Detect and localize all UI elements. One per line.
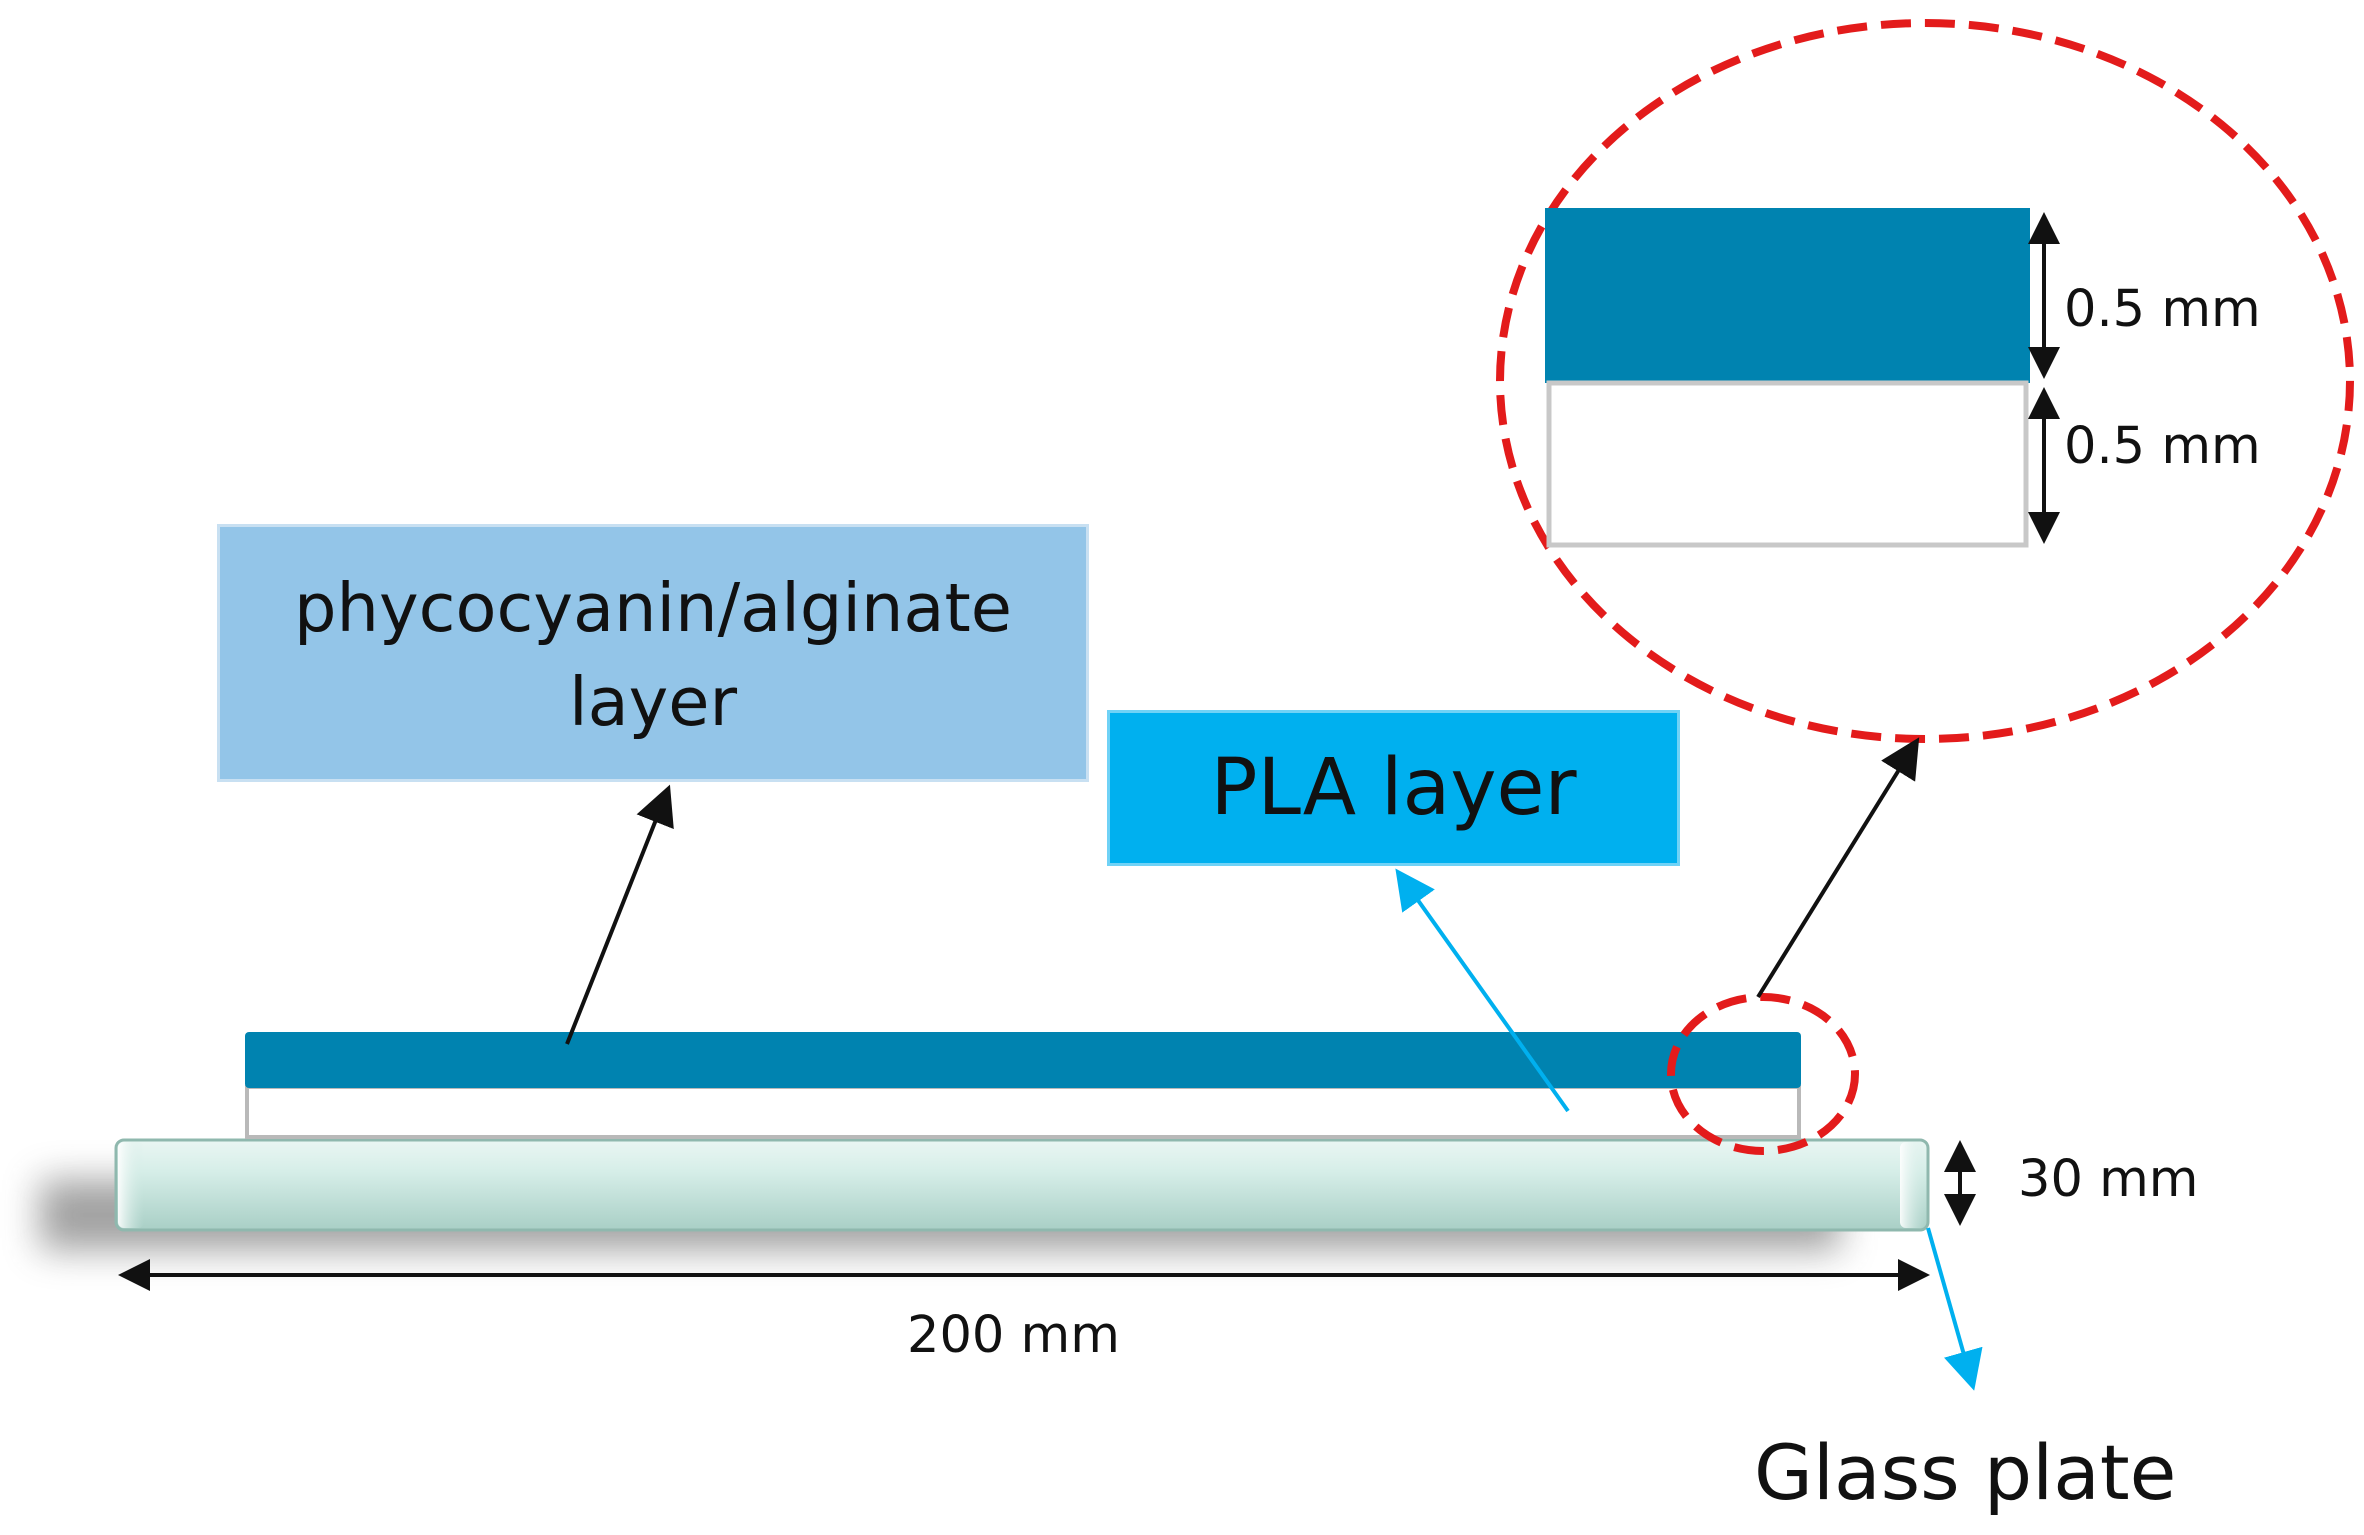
glass-plate: [114, 1138, 1930, 1232]
zoom-marker-small: [1667, 993, 1859, 1155]
glass-plate-pointer: [1926, 1227, 1983, 1391]
glass-plate-label: Glass plate: [1754, 1428, 2177, 1517]
zoom-pla-layer: [1546, 380, 2029, 548]
coating-thickness-label: 0.5 mm: [2064, 280, 2261, 339]
pc-layer-label: phycocyanin/alginate layer: [294, 569, 1012, 741]
pla-layer-label: PLA layer: [1210, 743, 1577, 833]
zoom-circle: [1496, 19, 2354, 743]
pc-layer-label-box: phycocyanin/alginate layer: [217, 524, 1089, 782]
glass-plate-right-edge: [1900, 1142, 1926, 1228]
pc-layer-pointer: [565, 784, 674, 1045]
pla-layer-label-box: PLA layer: [1107, 710, 1680, 866]
pla-layer: [245, 1085, 1801, 1139]
pla-thickness-label: 0.5 mm: [2064, 417, 2261, 476]
glass-plate-left-edge: [118, 1142, 144, 1228]
length-label: 200 mm: [907, 1306, 1120, 1365]
pla-layer-pointer: [1395, 868, 1570, 1113]
zoom-coating-layer: [1545, 208, 2030, 383]
glass-thickness-label: 30 mm: [2018, 1150, 2199, 1209]
coating-layer: [245, 1032, 1801, 1088]
zoom-pointer: [1756, 737, 1920, 999]
